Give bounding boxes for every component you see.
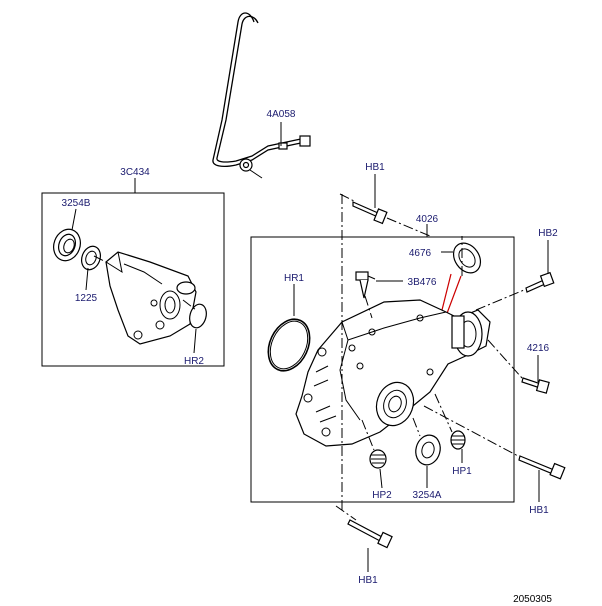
callout-hp2: HP2 (372, 490, 392, 501)
figure-number: 2050305 (513, 594, 552, 605)
callout-4a058: 4A058 (267, 109, 296, 120)
oil-seal-3254a-part (415, 434, 441, 466)
bolt-hb1-top-part (352, 201, 388, 225)
leader-hr2-left (193, 328, 197, 354)
oil-seal-4676-part (452, 242, 482, 274)
leader-1225 (85, 267, 89, 291)
bolt-hb1-right-part (518, 455, 566, 480)
callout-hr1: HR1 (284, 273, 304, 284)
callout-hb1-bottom: HB1 (358, 575, 378, 586)
bearing-1225-part (80, 245, 102, 271)
differential-housing-part (295, 299, 491, 447)
o-ring-hr2-part (189, 303, 207, 329)
callout-hr2-left: HR2 (184, 356, 204, 367)
sensor-3b476-part (355, 271, 376, 299)
callout-1225: 1225 (75, 293, 98, 304)
callout-3254a: 3254A (413, 490, 442, 501)
callout-3c434: 3C434 (120, 167, 150, 178)
bolt-hb2-part (525, 271, 555, 293)
seal-highlight-line-2 (445, 275, 462, 317)
callout-hb2: HB2 (538, 228, 558, 239)
plug-hp2-part (369, 449, 387, 469)
seal-highlight-line-1 (440, 273, 452, 315)
leader-hp2 (379, 468, 383, 489)
extension-housing-part (105, 251, 197, 345)
callout-4216: 4216 (527, 343, 550, 354)
callout-4676: 4676 (409, 248, 432, 259)
callout-hb1-top: HB1 (365, 162, 385, 173)
inset-frame-left (41, 192, 225, 367)
leader-3254b (71, 208, 77, 231)
callout-3b476: 3B476 (408, 277, 437, 288)
alignment-lines (93, 193, 525, 521)
callout-3254b: 3254B (62, 198, 91, 209)
plug-hp1-part (450, 430, 466, 450)
callout-4026: 4026 (416, 214, 439, 225)
breather-tube-part (212, 12, 311, 179)
o-ring-hr1-part (267, 318, 311, 372)
bolt-4216-part (521, 377, 550, 394)
callout-hp1: HP1 (452, 466, 472, 477)
oil-seal-3254b-part (53, 228, 81, 262)
callout-hb1-right: HB1 (529, 505, 549, 516)
bolt-hb1-bottom-part (347, 519, 393, 549)
